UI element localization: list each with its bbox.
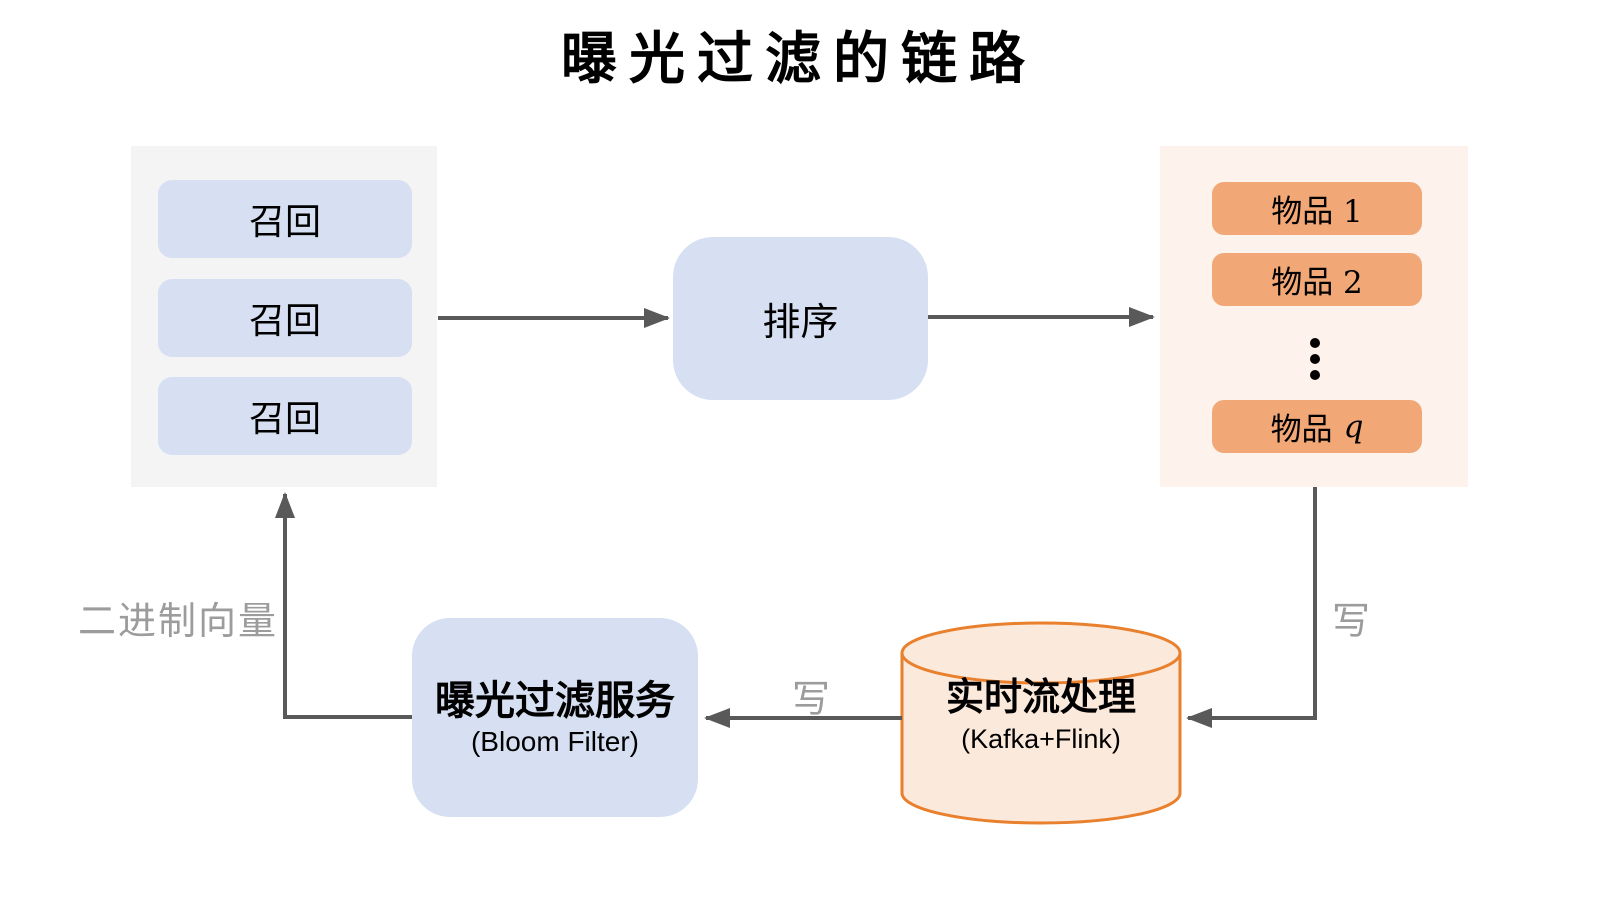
- stream-node-subtitle: (Kafka+Flink): [961, 723, 1121, 754]
- item-node-label: 物品 1: [1271, 194, 1363, 230]
- recall-node-label: 召回: [248, 202, 321, 243]
- edge-label-binary-vector: 二进制向量: [78, 599, 279, 643]
- item-node-label: 物品: [1270, 412, 1333, 448]
- item-node: 物品 q: [1212, 400, 1422, 453]
- edge-label-write-items-to-stream: 写: [1332, 599, 1371, 643]
- arrow-filter-to-recall: [275, 492, 412, 719]
- recall-node: 召回: [158, 279, 412, 357]
- filter-service-node: 曝光过滤服务 (Bloom Filter): [412, 618, 698, 817]
- diagram-title: 曝光过滤的链路: [561, 26, 1037, 92]
- item-node: 物品 2: [1212, 253, 1422, 306]
- recall-node: 召回: [158, 377, 412, 455]
- recall-node-label: 召回: [248, 301, 321, 342]
- filter-service-subtitle: (Bloom Filter): [470, 725, 639, 757]
- recall-panel: 召回 召回 召回: [131, 146, 437, 487]
- item-node-label: 物品 2: [1271, 265, 1363, 301]
- item-node-variable: q: [1343, 408, 1364, 445]
- edge-label-write-stream-to-filter: 写: [792, 677, 831, 721]
- stream-node: 实时流处理 (Kafka+Flink): [902, 675, 1180, 755]
- filter-service-title: 曝光过滤服务: [435, 677, 675, 724]
- arrow-items-to-stream: [1186, 487, 1317, 728]
- ranking-node: 排序: [673, 237, 928, 400]
- item-node: 物品 1: [1212, 182, 1422, 235]
- recall-node-label: 召回: [248, 399, 321, 440]
- ranking-node-label: 排序: [762, 300, 839, 344]
- stream-cylinder-shape: [900, 621, 1182, 825]
- stream-node-title: 实时流处理: [945, 675, 1136, 719]
- recall-node: 召回: [158, 180, 412, 258]
- items-panel: 物品 1 物品 2 物品 q: [1160, 146, 1468, 487]
- vertical-ellipsis-icon: [1310, 338, 1320, 380]
